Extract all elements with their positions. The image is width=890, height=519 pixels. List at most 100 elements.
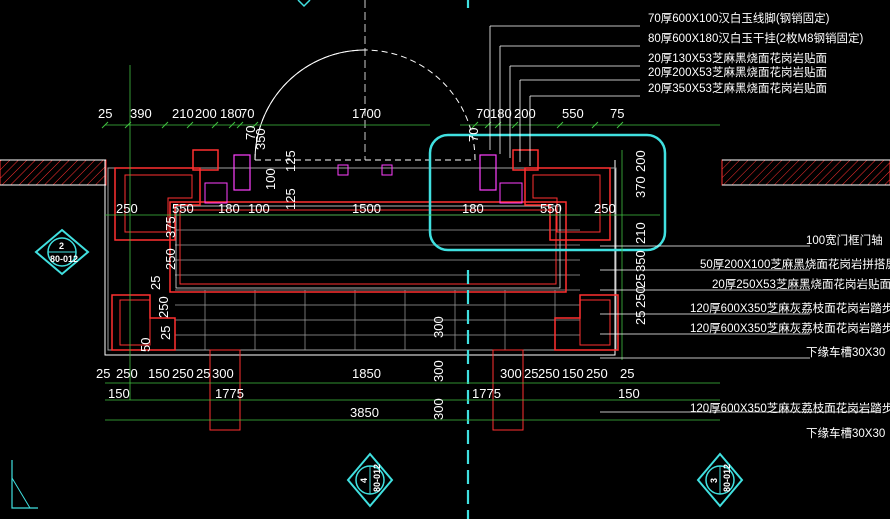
left-hinge-block: [204, 182, 228, 204]
dim-tick: [471, 121, 479, 129]
dim-bottom1-7: 300: [500, 366, 522, 381]
dim-vright-2: 210: [633, 222, 648, 244]
dim-tick: [161, 121, 169, 129]
dim-row2-2: 180: [218, 201, 240, 216]
dim-vleft-6: 375: [163, 216, 178, 238]
platform-inner: [107, 167, 617, 351]
dim-bottom1-1: 250: [116, 366, 138, 381]
dim-top-left-3: 200: [195, 106, 217, 121]
right-pier: [524, 167, 611, 241]
dim-vmid-3: 70: [243, 126, 258, 140]
right-pier-inner: [532, 174, 601, 233]
annotation-right-2: 20厚250X53芝麻黑烧面花岗岩贴面: [712, 277, 890, 291]
ucs-icon-diag: [11, 477, 31, 509]
detail-callout-frame: [428, 133, 667, 252]
left-step: [209, 349, 241, 431]
dim-bottom2-0: 150: [108, 386, 130, 401]
dim-bottom2-2: 1775: [472, 386, 501, 401]
section-tag-0: 2 80-012: [34, 228, 90, 276]
platform-outline: [104, 160, 616, 356]
top-section-marker: [297, 0, 311, 8]
dim-row2-0: 250: [116, 201, 138, 216]
annotation-top-2: 20厚130X53芝麻黑烧面花岗岩贴面: [648, 51, 827, 65]
dim-tick: [236, 121, 244, 129]
gate-stop-right: [381, 164, 393, 176]
annotation-right-5: 下缘车槽30X30: [806, 345, 885, 359]
dim-top-right-4: 75: [610, 106, 624, 121]
dim-top-left-1: 390: [130, 106, 152, 121]
dim-bottom1-4: 25: [196, 366, 210, 381]
dim-row2-6: 550: [540, 201, 562, 216]
dim-top-right-0: 70: [476, 106, 490, 121]
dim-top-left-0: 25: [98, 106, 112, 121]
annotation-right-4: 120厚600X350芝麻灰荔枝面花岗岩踏步: [690, 321, 890, 335]
dim-vright-5: 250: [633, 286, 648, 308]
dim-tick: [186, 121, 194, 129]
dim-top-right-1: 180: [490, 106, 512, 121]
right-wall: [721, 159, 890, 186]
dim-bottom1-0: 25: [96, 366, 110, 381]
left-door-swing: [254, 49, 366, 161]
dim-vleft-7: 250: [163, 248, 178, 270]
annotation-right-3: 120厚600X350芝麻灰荔枝面花岗岩踏步: [690, 301, 890, 315]
section-marker-diamond: [34, 228, 90, 276]
section-number: 2: [59, 241, 64, 251]
dim-top-left-2: 210: [172, 106, 194, 121]
dim-vleft-9: 50: [138, 338, 153, 352]
left-bottom-pier: [111, 294, 176, 351]
dim-vleft-8: 25: [158, 326, 173, 340]
dim-tick: [591, 121, 599, 129]
dim-bottom1-5: 300: [212, 366, 234, 381]
section-ref: 80-012: [50, 254, 78, 264]
dim-vleft-0: 350: [253, 128, 268, 150]
dim-bottom1-6: 1850: [352, 366, 381, 381]
dim-row2-1: 550: [172, 201, 194, 216]
dim-tick: [616, 121, 624, 129]
dim-vleft-2: 100: [263, 168, 278, 190]
dim-vleft-4: 25: [148, 276, 163, 290]
dim-bottom1-2: 150: [148, 366, 170, 381]
dim-bottom2-3: 150: [618, 386, 640, 401]
dim-vleft-1: 125: [283, 150, 298, 172]
dim-tick: [556, 121, 564, 129]
dim-vright-6: 25: [633, 311, 648, 325]
annotation-top-4: 20厚350X53芝麻黑烧面花岗岩贴面: [648, 81, 827, 95]
ucs-icon: [11, 460, 38, 509]
dim-bottom1-8: 25: [524, 366, 538, 381]
dim-top-left-5: 70: [240, 106, 254, 121]
dim-tick: [101, 121, 109, 129]
annotation-bottom-1: 下缘车槽30X30: [806, 426, 885, 440]
section-ref: 80-012: [372, 464, 382, 492]
dim-tick: [228, 121, 236, 129]
section-number: 4: [359, 478, 369, 483]
dim-top-mid: 1700: [352, 106, 381, 121]
dim-row2-5: 180: [462, 201, 484, 216]
dim-vright-1: 370: [633, 176, 648, 198]
right-bottom-pier-inner: [579, 299, 611, 346]
annotation-top-3: 20厚200X53芝麻黑烧面花岗岩贴面: [648, 65, 827, 79]
annotation-right-0: 100宽门框门轴: [806, 233, 883, 247]
dim-bottom1-3: 250: [172, 366, 194, 381]
dim-bottom2-1: 1775: [215, 386, 244, 401]
gate-stop-left: [337, 164, 349, 176]
left-gate-post: [192, 149, 219, 171]
right-gate-post: [512, 149, 539, 171]
dim-vright-4: 25: [633, 274, 648, 288]
section-ref: 80-012: [722, 464, 732, 492]
right-hinge-block: [499, 182, 523, 204]
annotation-right-1: 50厚200X100芝麻黑烧面花岗岩拼搭屏风: [700, 257, 890, 271]
dim-tick: [251, 121, 259, 129]
screen-recess-outer: [169, 201, 567, 293]
screen-recess-inner: [179, 209, 557, 285]
right-door-swing-arc: [364, 49, 476, 161]
section-number: 3: [709, 478, 719, 483]
dim-vleft-3: 125: [283, 188, 298, 210]
dim-bottom1-9: 250: [538, 366, 560, 381]
dim-bottom1-10: 150: [562, 366, 584, 381]
dim-vmid-2: 300: [431, 398, 446, 420]
dim-row2-7: 250: [594, 201, 616, 216]
dim-top-left-4: 180: [220, 106, 242, 121]
